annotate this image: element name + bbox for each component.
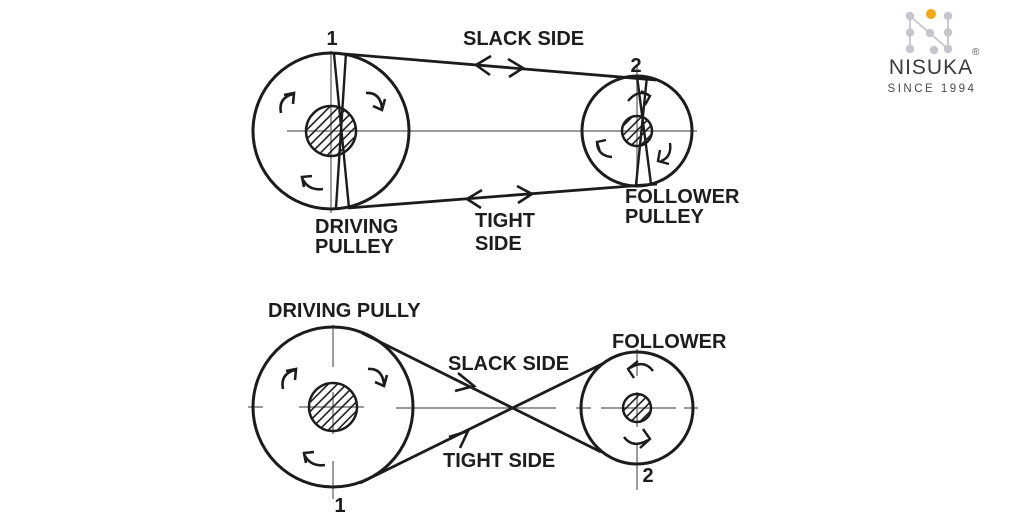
tight-side-label-line1: TIGHT [475,210,535,232]
slack-left-direction-arrow-icon [473,54,492,77]
slack-direction-arrow-icon [454,371,477,393]
slack-side-belt-line [344,52,657,82]
driving-pulley-rotation-arrows-clockwise [279,91,387,191]
slack-side-label: SLACK SIDE [463,28,584,50]
follower-pulley-hub [621,392,653,424]
driving-pulley-hub [304,104,358,158]
nisuka-logo-mark-icon [905,9,953,55]
slack-side-label: SLACK SIDE [448,353,569,375]
follower-pulley-label: FOLLOWER [612,331,727,353]
driving-pulley-rotation-arrows-clockwise [281,367,389,467]
nisuka-logo: NISUKA ® SINCE 1994 [888,9,980,95]
driving-pulley-belt-chords [332,52,351,209]
tight-side-label: TIGHT SIDE [443,450,555,472]
driving-pulley-label-line1: DRIVING [315,216,398,238]
point-2-label: 2 [642,465,653,487]
tight-direction-arrow-icon [448,428,471,449]
slack-right-direction-arrow-icon [507,57,526,79]
point-1-label: 1 [334,495,345,517]
driving-pulley-hub [307,381,359,433]
point-1-label: 1 [326,28,337,50]
tight-right-direction-arrow-icon [516,184,535,205]
follower-pulley-label-line2: PULLEY [625,206,705,228]
driving-pulley-label: DRIVING PULLY [268,300,421,322]
follower-pulley-rotation-arrows-counterclockwise [623,360,654,449]
accent-dot-icon [926,9,936,19]
follower-pulley-label-line1: FOLLOWER [625,186,740,208]
brand-tagline: SINCE 1994 [888,83,977,95]
slack-side-belt-line [361,331,602,454]
brand-name: NISUKA [889,56,973,79]
point-2-label: 2 [630,55,641,77]
driving-pulley-circle [251,325,415,489]
driving-pulley-label-line2: PULLEY [315,236,395,258]
follower-pulley-circle [579,350,695,466]
follower-pulley-hub [620,114,654,148]
tight-side-belt-line [347,182,658,210]
open-belt-drive-diagram: 1 SLACK SIDE 2 FOLLOWER PULLEY DRIVING P… [251,28,740,258]
driving-pulley-circle [251,51,411,211]
registered-trademark-symbol: ® [972,47,980,58]
tight-side-label-line2: SIDE [475,233,522,255]
tight-side-belt-line [359,362,603,485]
crossed-belt-drive-diagram: DRIVING PULLY FOLLOWER SLACK SIDE TIGHT … [248,300,727,517]
follower-pulley-rotation-arrows-clockwise [595,89,672,166]
tight-left-direction-arrow-icon [464,188,483,210]
